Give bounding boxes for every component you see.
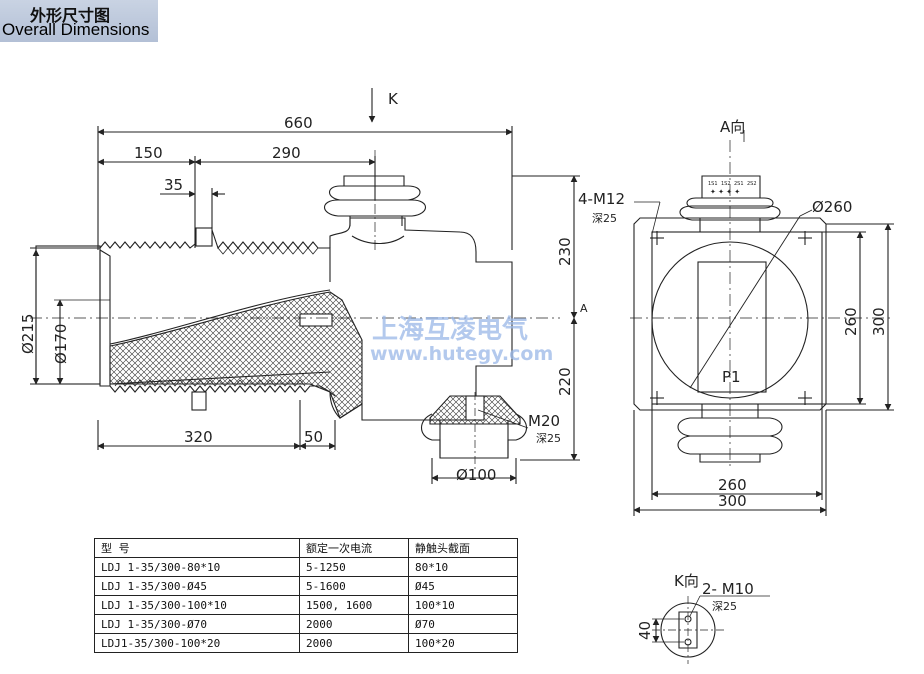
a-view-dim-300-h: 300 <box>718 492 747 510</box>
spec-table: 型 号 额定一次电流 静触头截面 LDJ 1-35/300-80*10 5-12… <box>94 538 518 653</box>
table-cell: 1500, 1600 <box>299 595 409 615</box>
a-view-bolt-depth: 深25 <box>592 212 617 225</box>
table-header-section: 静触头截面 <box>408 538 518 558</box>
dim-660: 660 <box>284 114 313 132</box>
terminal-block: 1S1 1S2 2S1 2S2 ✦ ✦ ✦ ✦ <box>708 181 757 196</box>
m20-depth: 深25 <box>536 432 561 445</box>
k-view-labels: K向 2- M10 深25 40 <box>636 572 754 640</box>
table-cell: 5-1600 <box>299 576 409 596</box>
table-cell: 2000 <box>299 614 409 634</box>
table-row: LDJ 1-35/300-100*10 1500, 1600 100*10 <box>94 595 518 615</box>
terminal-label: 2S2 <box>747 181 757 187</box>
k-view-dim-40: 40 <box>636 621 654 640</box>
table-cell: LDJ 1-35/300-Ø45 <box>94 576 300 596</box>
dim-230: 230 <box>556 237 574 266</box>
dim-50: 50 <box>304 428 323 446</box>
table-cell: 2000 <box>299 633 409 653</box>
dim-220: 220 <box>556 367 574 396</box>
header-title-en: Overall Dimensions <box>2 20 150 39</box>
terminal-marker-icon: ✦ ✦ ✦ ✦ <box>710 188 740 196</box>
k-view-bolt-depth: 深25 <box>712 600 737 613</box>
table-row: LDJ 1-35/300-80*10 5-1250 80*10 <box>94 557 518 577</box>
dim-150: 150 <box>134 144 163 162</box>
k-view <box>652 595 770 664</box>
a-view-dim-300-v: 300 <box>870 307 888 336</box>
k-view-title: K向 <box>674 572 699 590</box>
a-view-bolts: 4-M12 <box>578 190 625 208</box>
table-cell: LDJ 1-35/300-Ø70 <box>94 614 300 634</box>
dim-d170: Ø170 <box>52 324 70 364</box>
header-banner: 外形尺寸图 Overall Dimensions <box>0 0 158 42</box>
watermark-cn: 上海互凌电气 <box>372 314 528 345</box>
table-cell: Ø70 <box>408 614 518 634</box>
table-row: LDJ1-35/300-100*20 2000 100*20 <box>94 633 518 653</box>
k-view-bolts: 2- M10 <box>702 580 754 598</box>
table-header-row: 型 号 额定一次电流 静触头截面 <box>94 538 518 558</box>
dim-d215: Ø215 <box>19 314 37 354</box>
k-label: K <box>388 90 399 108</box>
table-cell: 5-1250 <box>299 557 409 577</box>
a-view-dim-260-h: 260 <box>718 476 747 494</box>
table-header-current: 额定一次电流 <box>299 538 409 558</box>
table-cell: 100*20 <box>408 633 518 653</box>
table-cell: LDJ 1-35/300-100*10 <box>94 595 300 615</box>
table-cell: 80*10 <box>408 557 518 577</box>
watermark-url: www.hutegy.com <box>370 343 553 365</box>
a-view-title: A向 <box>720 118 745 136</box>
side-view-labels: K 660 150 290 35 Ø215 Ø170 320 50 230 22… <box>19 90 588 484</box>
a-view <box>630 130 894 516</box>
section-a-label: A <box>580 302 588 315</box>
dim-d100: Ø100 <box>456 466 496 484</box>
table-row: LDJ 1-35/300-Ø70 2000 Ø70 <box>94 614 518 634</box>
table-cell: 100*10 <box>408 595 518 615</box>
table-header-model: 型 号 <box>94 538 300 558</box>
terminal-label: 2S1 <box>734 181 744 187</box>
table-row: LDJ 1-35/300-Ø45 5-1600 Ø45 <box>94 576 518 596</box>
a-view-diameter: Ø260 <box>812 198 852 216</box>
terminal-label: 1S1 <box>708 181 718 187</box>
dim-35: 35 <box>164 176 183 194</box>
dim-290: 290 <box>272 144 301 162</box>
table-cell: Ø45 <box>408 576 518 596</box>
header-title-cn: 外形尺寸图 <box>30 6 111 25</box>
terminal-label: 1S2 <box>721 181 731 187</box>
table-cell: LDJ 1-35/300-80*10 <box>94 557 300 577</box>
side-view <box>30 88 580 484</box>
a-view-dim-260-v: 260 <box>842 307 860 336</box>
a-view-p1: P1 <box>722 368 741 386</box>
m20-label: M20 <box>528 412 560 430</box>
dim-320: 320 <box>184 428 213 446</box>
table-cell: LDJ1-35/300-100*20 <box>94 633 300 653</box>
a-view-labels: A向 4-M12 深25 Ø260 1S1 1S2 2S1 2S2 ✦ ✦ ✦ … <box>578 118 888 510</box>
